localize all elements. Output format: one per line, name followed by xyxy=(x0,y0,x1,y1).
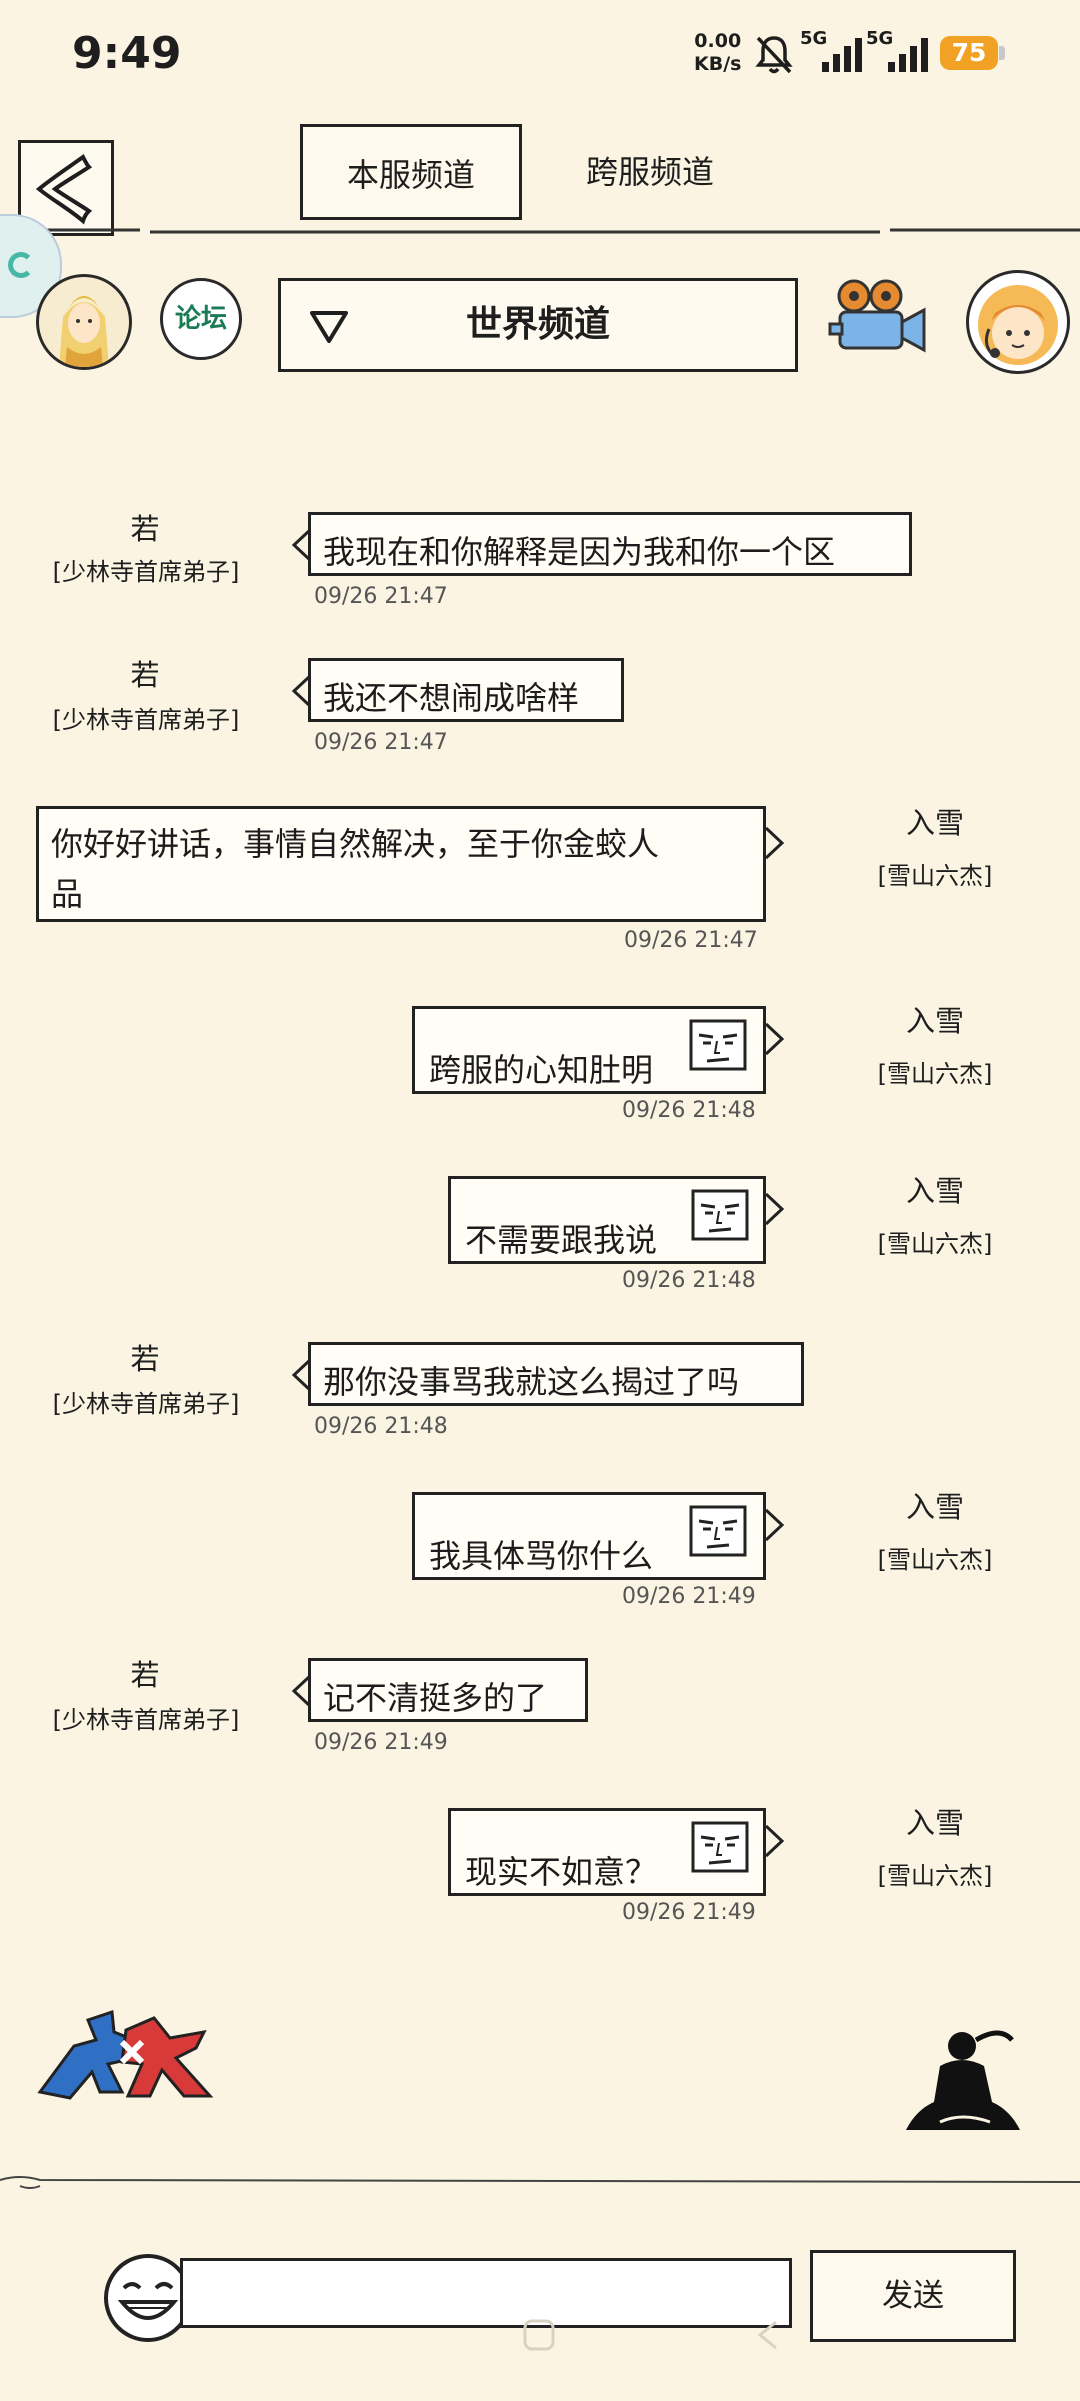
sender-name[interactable]: 入雪 xyxy=(905,1174,964,1208)
sender-rank: [少林寺首席弟子] xyxy=(52,1706,240,1734)
sender-rank: [雪山六杰] xyxy=(877,862,993,890)
sender-rank: [少林寺首席弟子] xyxy=(52,558,240,586)
message-time: 09/26 21:48 xyxy=(622,1268,756,1293)
battery-tip xyxy=(999,46,1005,60)
hero-portrait-icon xyxy=(59,296,109,367)
message-time: 09/26 21:49 xyxy=(314,1730,448,1755)
tab-cross-server[interactable]: 跨服频道 xyxy=(585,153,714,191)
smug-face-emoji-icon xyxy=(691,1189,749,1241)
message-text: 跨服的心知肚明 xyxy=(429,1051,654,1089)
message-text: 我现在和你解释是因为我和你一个区 xyxy=(323,533,836,571)
sender-name[interactable]: 入雪 xyxy=(905,1004,964,1038)
sender-name[interactable]: 入雪 xyxy=(905,1806,964,1840)
tab-local-server[interactable]: 本服频道 xyxy=(300,124,522,220)
sender-name[interactable]: 若 xyxy=(130,1342,160,1376)
video-camera-icon[interactable] xyxy=(828,278,932,362)
status-time: 9:49 xyxy=(72,28,182,79)
message-text: 记不清挺多的了 xyxy=(323,1679,548,1717)
battery-level: 75 xyxy=(940,36,998,70)
sender-rank: [雪山六杰] xyxy=(877,1862,993,1890)
sender-rank: [少林寺首席弟子] xyxy=(52,706,240,734)
network-speed: 0.00 KB/s xyxy=(694,30,741,76)
network-type-2: 5G xyxy=(866,28,894,49)
message-time: 09/26 21:49 xyxy=(622,1900,756,1925)
message-bubble[interactable]: 我现在和你解释是因为我和你一个区 xyxy=(308,512,912,576)
message-text-line-1: 你好好讲话，事情自然解决，至于你金蛟人 xyxy=(51,825,660,863)
bubble-tail xyxy=(291,1358,312,1392)
chevron-left-icon xyxy=(35,154,93,225)
message-bubble[interactable]: 那你没事骂我就这么揭过了吗 xyxy=(308,1342,804,1406)
bubble-tail xyxy=(291,674,312,708)
message-text: 我具体骂你什么 xyxy=(429,1537,654,1575)
signal-bars-icon xyxy=(822,38,862,72)
network-speed-unit: KB/s xyxy=(694,53,742,75)
player-avatar[interactable] xyxy=(36,274,132,370)
smug-face-emoji-icon xyxy=(689,1019,747,1071)
bubble-tail xyxy=(764,1824,785,1858)
forum-button[interactable]: 论坛 xyxy=(160,278,242,360)
message-bubble[interactable]: 我具体骂你什么 xyxy=(412,1492,766,1580)
network-speed-value: 0.00 xyxy=(694,30,742,52)
header-divider xyxy=(0,228,1080,234)
signal-1: 5G xyxy=(800,28,866,74)
bell-muted-icon xyxy=(755,36,793,74)
sender-name[interactable]: 若 xyxy=(130,512,160,546)
message-bubble[interactable]: 我还不想闹成啥样 xyxy=(308,658,624,722)
message-bubble[interactable]: 记不清挺多的了 xyxy=(308,1658,588,1722)
side-tab-mark xyxy=(8,252,34,278)
smug-face-emoji-icon xyxy=(691,1821,749,1873)
bubble-tail xyxy=(764,1192,785,1226)
message-time: 09/26 21:47 xyxy=(314,584,448,609)
triangle-down-icon xyxy=(310,311,348,343)
message-text: 不需要跟我说 xyxy=(465,1221,658,1259)
send-button[interactable]: 发送 xyxy=(810,2250,1016,2342)
sender-name[interactable]: 入雪 xyxy=(905,806,964,840)
signal-bars-icon xyxy=(888,38,928,72)
message-text: 现实不如意？ xyxy=(465,1853,658,1891)
sender-rank: [雪山六杰] xyxy=(877,1060,993,1088)
sender-name[interactable]: 入雪 xyxy=(905,1490,964,1524)
message-bubble[interactable]: 你好好讲话，事情自然解决，至于你金蛟人 品 xyxy=(36,806,766,922)
message-time: 09/26 21:47 xyxy=(314,730,448,755)
channel-dropdown[interactable]: 世界频道 xyxy=(278,278,798,372)
nav-back-icon[interactable] xyxy=(752,2318,786,2352)
pvp-logo-icon xyxy=(37,2009,214,2100)
bubble-tail xyxy=(764,826,785,860)
chat-message-input[interactable] xyxy=(180,2258,792,2328)
channel-selected-label: 世界频道 xyxy=(465,304,610,345)
sender-rank: [雪山六杰] xyxy=(877,1230,993,1258)
smug-face-emoji-icon xyxy=(689,1505,747,1557)
message-time: 09/26 21:48 xyxy=(622,1098,756,1123)
bubble-tail xyxy=(764,1022,785,1056)
sender-name[interactable]: 若 xyxy=(130,658,160,692)
sender-name[interactable]: 若 xyxy=(130,1658,160,1692)
message-text: 我还不想闹成啥样 xyxy=(323,679,580,717)
message-bubble[interactable]: 不需要跟我说 xyxy=(448,1176,766,1264)
message-bubble[interactable]: 跨服的心知肚明 xyxy=(412,1006,766,1094)
network-type-1: 5G xyxy=(800,28,828,49)
message-time: 09/26 21:49 xyxy=(622,1584,756,1609)
battery-indicator: 75 xyxy=(940,36,1006,70)
status-bar: 9:49 0.00 KB/s 5G 5G 75 xyxy=(0,0,1080,110)
nav-home-icon[interactable] xyxy=(522,2318,556,2352)
bubble-tail xyxy=(291,528,312,562)
sender-rank: [雪山六杰] xyxy=(877,1546,993,1574)
message-text: 那你没事骂我就这么揭过了吗 xyxy=(323,1363,740,1401)
message-bubble[interactable]: 现实不如意？ xyxy=(448,1808,766,1896)
message-time: 09/26 21:47 xyxy=(624,928,758,953)
bubble-tail xyxy=(291,1674,312,1708)
meditation-silhouette-icon xyxy=(906,2030,1020,2130)
sender-rank: [少林寺首席弟子] xyxy=(52,1390,240,1418)
bubble-tail xyxy=(764,1508,785,1542)
message-time: 09/26 21:48 xyxy=(314,1414,448,1439)
footer-divider xyxy=(0,2176,1080,2189)
forum-label: 论坛 xyxy=(174,304,227,334)
message-text-line-2: 品 xyxy=(51,875,84,913)
assistant-avatar[interactable] xyxy=(966,270,1070,374)
assistant-girl-icon xyxy=(978,285,1058,365)
signal-2: 5G xyxy=(866,28,932,74)
